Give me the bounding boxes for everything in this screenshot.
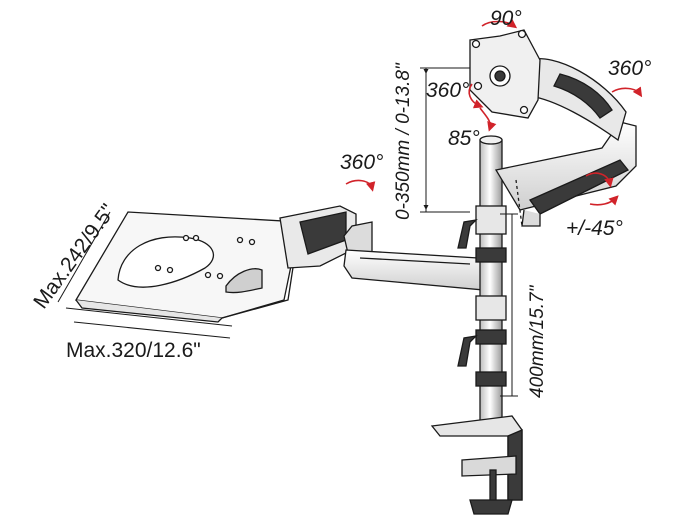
pole-dimension-line — [500, 213, 518, 397]
tray-dimension-lines — [57, 211, 233, 339]
rotation-360-tray-label: 360° — [340, 151, 384, 174]
rotation-360-head-label: 360° — [426, 79, 470, 102]
rotation-90-label: 90° — [490, 7, 522, 30]
pole — [457, 135, 507, 427]
height-dimension-line — [420, 67, 470, 213]
laptop-tray — [74, 205, 357, 323]
tilt-85-label: 85° — [448, 127, 480, 150]
tilt-45-label: +/-45° — [566, 217, 623, 240]
rotation-360-arm-label: 360° — [608, 57, 652, 80]
vesa-plate — [469, 29, 541, 119]
tray-width-label: Max.320/12.6" — [66, 339, 201, 362]
rotation-arrows — [345, 18, 643, 206]
desk-clamp — [430, 415, 523, 515]
monitor-arm — [494, 58, 637, 227]
pole-height-label: 400mm/15.7" — [527, 285, 548, 398]
height-range-label: 0-350mm / 0-13.8" — [393, 63, 414, 220]
